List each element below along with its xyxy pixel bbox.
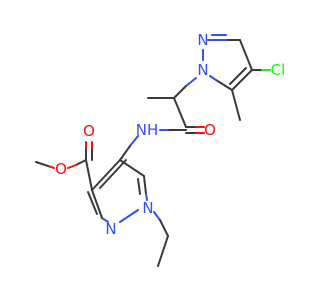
bond-n1-ch-b	[173, 85, 187, 99]
bond-c5b-n1b-inner	[137, 178, 141, 195]
bond-n1b-n2b	[119, 209, 139, 223]
bond-n2b-c3b-b	[91, 189, 103, 219]
atom-n-bottom-1: N	[105, 220, 116, 238]
bond-c3b-ester-c	[85, 159, 93, 191]
bond-c3-c4	[239, 39, 253, 71]
atom-nh: NH	[136, 121, 159, 139]
atom-n-top-2: N	[197, 61, 208, 79]
atom-o-ester-carbonyl: O	[83, 122, 95, 140]
bond-nh-c4-a	[129, 135, 139, 147]
atom-n-top-1: N	[197, 31, 208, 49]
bond-c5b-n1b-a	[143, 175, 147, 195]
bond-o-methyl-a	[47, 165, 55, 169]
bond-c4-c5-inner	[229, 67, 247, 85]
bond-c4-c5	[231, 69, 253, 91]
bond-n1b-ethyl-a	[153, 211, 161, 221]
atom-o-ester-ether: O	[55, 160, 67, 178]
structure-svg: N N Cl O NH O O N N	[35, 31, 286, 267]
bond-c5-methyl	[231, 89, 241, 121]
bond-c3b-c4	[91, 159, 121, 191]
bond-ethyl-ch3	[157, 235, 169, 267]
bond-n2b-c3b-a	[101, 217, 109, 223]
bond-c3b-c4-inner	[99, 159, 127, 189]
bond-c5-n1-b	[209, 75, 217, 81]
bond-n2b-c3b-inner	[87, 191, 98, 215]
bond-c5b-n1b-b	[145, 193, 148, 201]
bond-nh-c4-b	[119, 145, 131, 161]
bond-n1-ch-a	[185, 77, 197, 87]
atom-n-bottom-2: N	[142, 199, 153, 217]
bond-ester-o-b	[67, 164, 77, 169]
bond-n1b-ethyl-b	[159, 219, 169, 237]
bond-o-methyl-b	[35, 161, 49, 167]
atom-cl: Cl	[271, 61, 286, 79]
bond-ester-o-a	[75, 159, 87, 166]
molecule-diagram: N N Cl O NH O O N N	[35, 31, 286, 267]
bond-c5-n1	[215, 79, 233, 91]
bond-ch-carbonyl	[173, 97, 187, 128]
atom-o-amide: O	[204, 121, 216, 139]
